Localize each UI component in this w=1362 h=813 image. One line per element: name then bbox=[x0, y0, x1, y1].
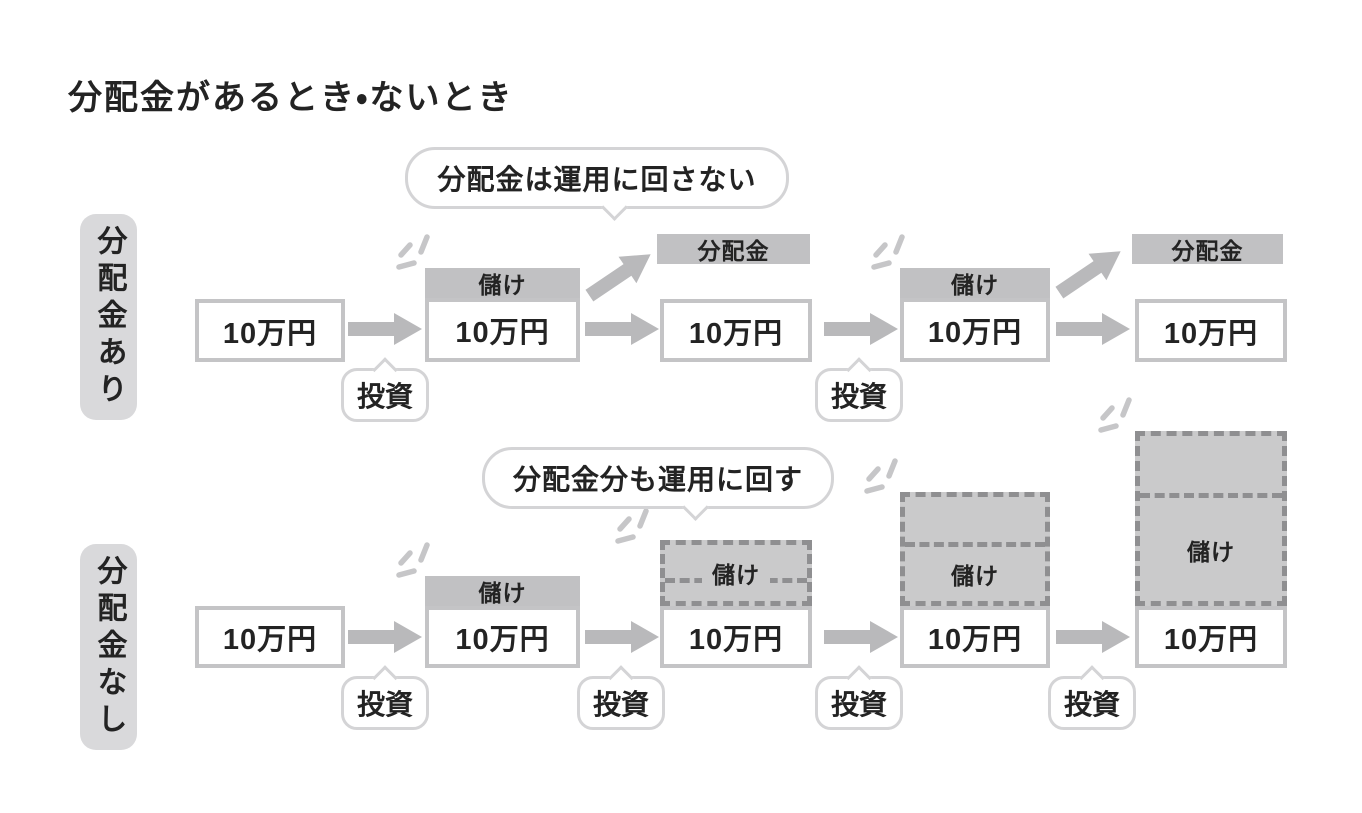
reinvested-profit-stack: 儲け bbox=[900, 492, 1050, 606]
flow-arrow-icon bbox=[1056, 621, 1130, 653]
invest-text: 投資 bbox=[356, 381, 413, 412]
profit-header: 儲け bbox=[425, 576, 580, 606]
principal-box: 10万円 bbox=[900, 606, 1050, 668]
callout-reinvest-text: 分配金分も運用に回す bbox=[512, 464, 803, 495]
principal-box: 10万円 bbox=[425, 298, 580, 362]
profit-divider bbox=[905, 542, 1045, 547]
invest-text: 投資 bbox=[592, 689, 649, 720]
sparkle-icon bbox=[864, 458, 904, 496]
invest-text: 投資 bbox=[1063, 689, 1120, 720]
row-label-without-distribution: 分配金なし bbox=[80, 544, 137, 750]
principal-text: 10万円 bbox=[688, 624, 784, 656]
invest-text: 投資 bbox=[830, 381, 887, 412]
principal-box: 10万円 bbox=[660, 606, 812, 668]
payout-arrow-icon bbox=[1050, 238, 1129, 306]
sparkle-icon bbox=[615, 508, 655, 546]
profit-label: 儲け bbox=[1140, 498, 1282, 601]
sparkle-icon bbox=[1098, 397, 1138, 435]
profit-text: 儲け bbox=[478, 272, 527, 298]
profit-text: 儲け bbox=[951, 272, 999, 298]
profit-text: 儲け bbox=[1187, 538, 1235, 565]
profit-label: 儲け bbox=[665, 545, 807, 601]
principal-text: 10万円 bbox=[455, 317, 550, 349]
invest-bubble: 投資 bbox=[341, 357, 429, 422]
invest-text: 投資 bbox=[830, 689, 887, 720]
sparkle-icon bbox=[396, 234, 436, 272]
flow-arrow-icon bbox=[348, 313, 422, 345]
callout-no-reinvest-text: 分配金は運用に回さない bbox=[437, 164, 757, 195]
row-label-with-distribution: 分配金あり bbox=[80, 214, 137, 420]
distribution-box: 分配金 bbox=[657, 234, 810, 264]
profit-header: 儲け bbox=[425, 268, 580, 298]
principal-text: 10万円 bbox=[688, 317, 784, 350]
principal-box: 10万円 bbox=[1135, 299, 1287, 362]
profit-label: 儲け bbox=[905, 547, 1045, 601]
profit-text: 儲け bbox=[478, 580, 527, 606]
callout-reinvest: 分配金分も運用に回す bbox=[482, 447, 834, 521]
distribution-text: 分配金 bbox=[697, 238, 770, 264]
callout-no-reinvest: 分配金は運用に回さない bbox=[405, 147, 789, 221]
flow-arrow-icon bbox=[585, 313, 659, 345]
principal-text: 10万円 bbox=[927, 624, 1023, 656]
principal-box: 10万円 bbox=[660, 299, 812, 362]
invest-bubble: 投資 bbox=[815, 665, 903, 730]
invest-bubble: 投資 bbox=[1048, 665, 1136, 730]
principal-box: 10万円 bbox=[1135, 606, 1287, 668]
sparkle-icon bbox=[871, 234, 911, 272]
profit-text: 儲け bbox=[702, 556, 770, 590]
profit-divider bbox=[1140, 493, 1282, 498]
flow-arrow-icon bbox=[824, 621, 898, 653]
page-title: 分配金があるとき・ないとき bbox=[68, 79, 514, 117]
reinvested-profit-stack: 儲け bbox=[660, 540, 812, 606]
principal-text: 10万円 bbox=[222, 317, 318, 350]
flow-arrow-icon bbox=[1056, 313, 1130, 345]
sparkle-icon bbox=[396, 542, 436, 580]
callout-tail bbox=[600, 194, 628, 221]
invest-bubble: 投資 bbox=[815, 357, 903, 422]
principal-text: 10万円 bbox=[455, 624, 550, 656]
flow-arrow-icon bbox=[348, 621, 422, 653]
principal-text: 10万円 bbox=[927, 317, 1023, 349]
flow-arrow-icon bbox=[824, 313, 898, 345]
principal-box: 10万円 bbox=[425, 606, 580, 668]
invest-text: 投資 bbox=[356, 689, 413, 720]
callout-tail bbox=[681, 494, 709, 521]
principal-box: 10万円 bbox=[195, 299, 345, 362]
payout-arrow-icon bbox=[580, 241, 659, 309]
invest-bubble: 投資 bbox=[341, 665, 429, 730]
profit-text: 儲け bbox=[951, 563, 999, 589]
principal-box: 10万円 bbox=[900, 298, 1050, 362]
principal-text: 10万円 bbox=[222, 624, 318, 656]
invest-bubble: 投資 bbox=[577, 665, 665, 730]
flow-arrow-icon bbox=[585, 621, 659, 653]
distribution-box: 分配金 bbox=[1132, 234, 1283, 264]
profit-header: 儲け bbox=[900, 268, 1050, 298]
principal-text: 10万円 bbox=[1163, 624, 1259, 656]
principal-box: 10万円 bbox=[195, 606, 345, 668]
reinvested-profit-stack: 儲け bbox=[1135, 431, 1287, 606]
principal-text: 10万円 bbox=[1163, 317, 1259, 350]
distribution-text: 分配金 bbox=[1171, 238, 1244, 264]
